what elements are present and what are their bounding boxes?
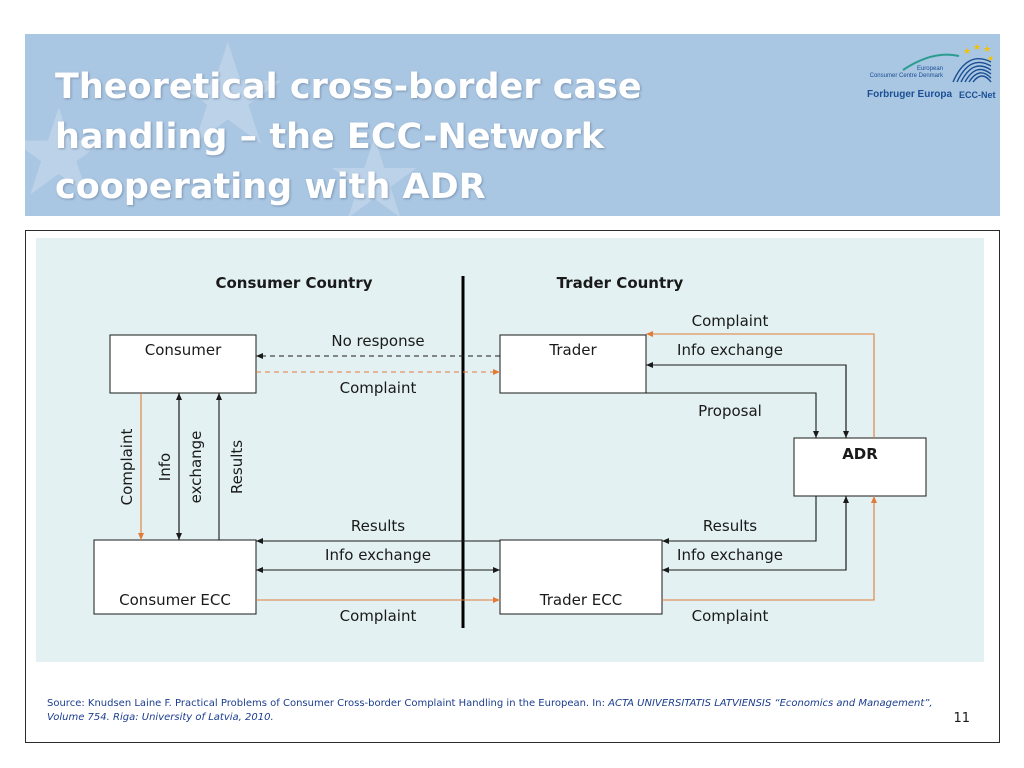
- header-consumer-country: Consumer Country: [215, 274, 372, 292]
- edge-complaint-adr-trader: [646, 331, 875, 438]
- edge-label-complaint-top: Complaint: [692, 312, 769, 330]
- ecc-net-logo-icon: ★ ★ ★ ★: [902, 43, 994, 83]
- trader-ecc-box: [499, 539, 663, 615]
- header-trader-country: Trader Country: [557, 274, 684, 292]
- consumer-ecc-box: [93, 539, 257, 615]
- diagram-frame: Consumer Country Trader Country Consumer…: [25, 230, 1000, 743]
- source-italic: ACTA UNIVERSITATIS LATVIENSIS “Economics…: [47, 698, 933, 723]
- svg-text:★: ★: [987, 54, 994, 63]
- edge-label-info-exchange-adr-ecc: Info exchange: [677, 546, 783, 564]
- source-prefix: Source: Knudsen Laine F. Practical Probl…: [47, 698, 609, 709]
- logo-line-consumer-centre: Consumer Centre Denmark: [869, 73, 943, 79]
- edge-label-complaint-adr: Complaint: [692, 607, 769, 625]
- edge-results-adr: [662, 496, 817, 544]
- edge-label-complaint-ecc: Complaint: [340, 607, 417, 625]
- edge-label-results-ecc: Results: [351, 517, 405, 535]
- edge-label-v-info: Info: [156, 453, 174, 481]
- edge-proposal: [646, 392, 819, 438]
- consumer-label: Consumer: [145, 341, 222, 359]
- page-title: Theoretical cross-border case handling –…: [55, 67, 642, 207]
- adr-box: [793, 437, 927, 497]
- header-star-decoration: ★: [25, 84, 113, 216]
- edge-label-v-complaint: Complaint: [118, 429, 136, 506]
- ecc-adr-flow-diagram: Consumer Country Trader Country Consumer…: [36, 238, 984, 662]
- header-star-decoration: ★: [325, 115, 424, 216]
- svg-text:★: ★: [973, 43, 981, 53]
- edge-label-info-exchange-ecc: Info exchange: [325, 546, 431, 564]
- edge-complaint-adr: [662, 496, 877, 601]
- header-star-decoration: ★: [165, 34, 291, 177]
- ecc-logo: ★ ★ ★ ★ European Consumer Centre Denmark…: [863, 42, 996, 106]
- logo-line-european: European: [916, 66, 943, 72]
- trader-label: Trader: [548, 341, 597, 359]
- edge-label-v-results: Results: [228, 440, 246, 494]
- trader-box: [499, 334, 647, 394]
- slide-header: ★ ★ ★ Theoretical cross-border case hand…: [25, 34, 1000, 216]
- edge-label-v-exchange: exchange: [187, 431, 205, 504]
- svg-text:★: ★: [983, 45, 991, 55]
- consumer-box: [109, 334, 257, 394]
- edge-label-results-adr: Results: [703, 517, 757, 535]
- adr-label: ADR: [842, 445, 878, 463]
- edge-label-no-response: No response: [331, 332, 424, 350]
- edge-label-info-exchange-trader-adr: Info exchange: [677, 341, 783, 359]
- consumer-ecc-label: Consumer ECC: [119, 591, 231, 609]
- trader-ecc-label: Trader ECC: [539, 591, 622, 609]
- logo-org-name: Forbruger Europa: [867, 89, 953, 100]
- edge-label-complaint-consumer-trader: Complaint: [340, 379, 417, 397]
- page-number: 11: [953, 711, 970, 726]
- svg-text:★: ★: [963, 47, 971, 57]
- edge-label-proposal: Proposal: [698, 402, 762, 420]
- source-citation: Source: Knudsen Laine F. Practical Probl…: [47, 697, 972, 725]
- logo-network-name: ECC-Net: [959, 90, 996, 100]
